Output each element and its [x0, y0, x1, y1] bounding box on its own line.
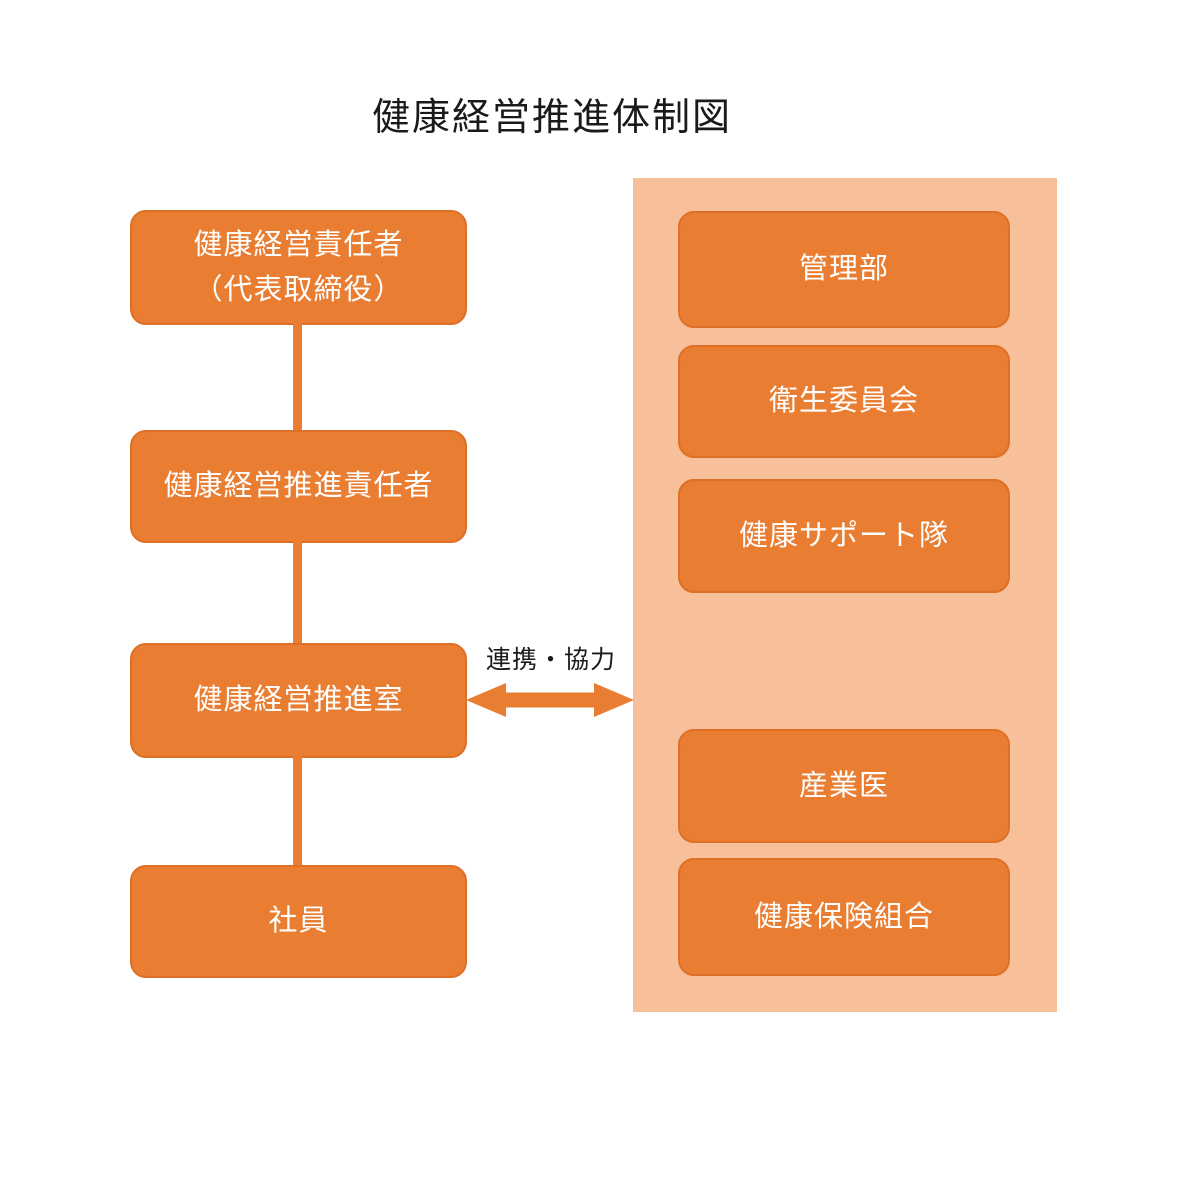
box-employees: 社員	[130, 865, 467, 978]
connector-line	[293, 541, 302, 645]
box-occupational-physician: 産業医	[678, 729, 1010, 843]
box-promotion-office: 健康経営推進室	[130, 643, 467, 758]
box-promotion-manager: 健康経営推進責任者	[130, 430, 467, 543]
box-admin-department: 管理部	[678, 211, 1010, 328]
connector-line	[293, 323, 302, 432]
box-hygiene-committee: 衛生委員会	[678, 345, 1010, 458]
chart-title: 健康経営推進体制図	[371, 97, 732, 139]
box-health-management-officer: 健康経営責任者 （代表取締役）	[130, 210, 467, 325]
connector-line	[293, 756, 302, 867]
cooperation-label: 連携・協力	[485, 646, 616, 674]
box-health-support-team: 健康サポート隊	[678, 479, 1010, 593]
bidirectional-arrow-icon	[466, 683, 634, 717]
box-health-insurance-association: 健康保険組合	[678, 858, 1010, 976]
